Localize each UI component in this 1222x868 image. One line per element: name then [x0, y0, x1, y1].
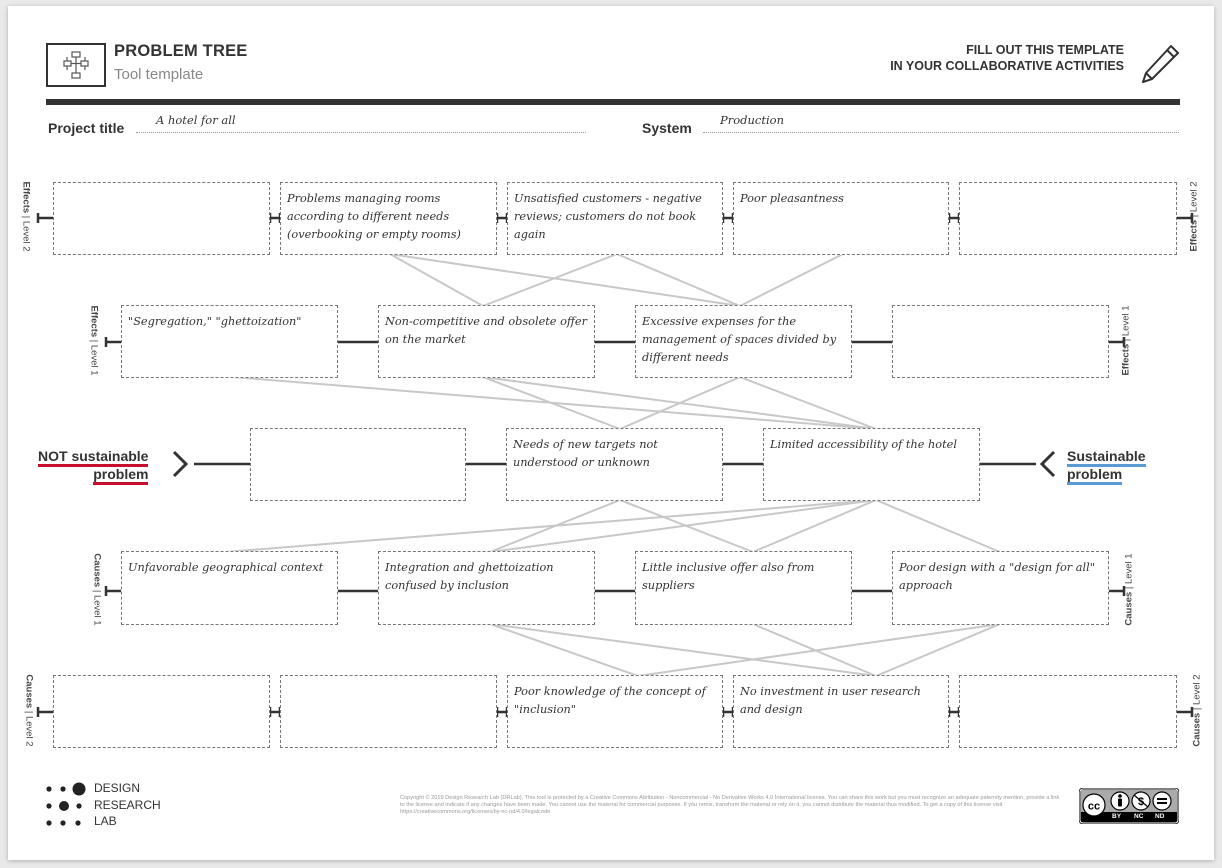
cc-by-label: BY — [1112, 813, 1122, 820]
cause-l1-box-2[interactable]: Integration and ghettoization confused b… — [378, 551, 595, 625]
copyright-notice: Copyright © 2019 Design Research Lab (DR… — [400, 795, 1060, 816]
cause-l2-box-3[interactable]: Poor knowledge of the concept of "inclus… — [507, 675, 723, 748]
side-label-effects-l1-right: Effects | Level 1 — [1120, 305, 1132, 376]
effect-l1-box-3[interactable]: Excessive expenses for the management of… — [635, 305, 852, 378]
problem-tree-page: PROBLEM TREE Tool template FILL OUT THIS… — [8, 6, 1214, 860]
cause-l2-box-4[interactable]: No investment in user research and desig… — [733, 675, 949, 748]
header-divider — [46, 99, 1180, 105]
cause-l1-box-1[interactable]: Unfavorable geographical context — [121, 551, 338, 625]
pencil-icon — [1142, 45, 1179, 83]
side-label-causes-l2-left: Causes | Level 2 — [23, 674, 35, 747]
effect-l1-box-2[interactable]: Non-competitive and obsolete offer on th… — [378, 305, 595, 378]
creative-commons-badge[interactable]: cc $ BY NC ND — [1079, 788, 1179, 824]
system-value[interactable]: Production — [720, 113, 784, 127]
sustainable-label: Sustainable problem — [1067, 447, 1146, 485]
lab-line-1: DESIGN — [94, 781, 141, 795]
design-research-lab-logo-icon — [46, 782, 86, 826]
design-research-lab-wordmark: DESIGN RESEARCH LAB — [94, 780, 161, 830]
cause-l2-box-2[interactable] — [280, 675, 497, 748]
page-title: PROBLEM TREE — [114, 42, 248, 60]
problem-box-3[interactable]: Limited accessibility of the hotel — [763, 428, 980, 501]
system-line — [703, 132, 1179, 133]
system-label: System — [642, 120, 692, 136]
effect-l2-box-2[interactable]: Problems managing rooms according to dif… — [280, 182, 497, 255]
not-sustainable-label: NOT sustainable problem — [38, 447, 149, 485]
problem-box-1[interactable] — [250, 428, 466, 501]
not-sustainable-line-1: NOT sustainable — [38, 448, 149, 467]
sustainable-line-1: Sustainable — [1067, 448, 1146, 467]
side-label-causes-l2-right: Causes | Level 2 — [1191, 674, 1203, 747]
side-label-causes-l1-left: Causes | Level 1 — [91, 553, 103, 626]
effect-l2-box-1[interactable] — [53, 182, 270, 255]
problem-box-2[interactable]: Needs of new targets not understood or u… — [506, 428, 723, 501]
effect-l2-box-3[interactable]: Unsatisfied customers - negative reviews… — [507, 182, 723, 255]
chevron-right-icon — [172, 450, 189, 478]
problem-tree-icon — [63, 51, 89, 79]
side-label-causes-l1-right: Causes | Level 1 — [1123, 553, 1135, 626]
cc-license-icon: cc $ — [1079, 788, 1179, 824]
instruction-text: FILL OUT THIS TEMPLATE IN YOUR COLLABORA… — [890, 42, 1124, 74]
cause-l2-box-5[interactable] — [959, 675, 1177, 748]
effect-l2-box-5[interactable] — [959, 182, 1177, 255]
side-label-effects-l2-left: Effects | Level 2 — [20, 181, 32, 252]
tree-connectors — [36, 213, 1194, 717]
project-title-value[interactable]: A hotel for all — [156, 113, 236, 127]
svg-text:cc: cc — [1088, 801, 1100, 813]
lab-line-2: RESEARCH — [94, 797, 161, 812]
sustainable-line-2: problem — [1067, 466, 1123, 485]
cc-nc-label: NC — [1134, 813, 1144, 820]
side-label-effects-l1-left: Effects | Level 1 — [88, 305, 100, 376]
cause-l1-box-4[interactable]: Poor design with a "design for all" appr… — [892, 551, 1109, 625]
side-label-effects-l2-right: Effects | Level 2 — [1188, 181, 1200, 252]
cc-nd-label: ND — [1155, 813, 1165, 820]
cause-l2-box-1[interactable] — [53, 675, 270, 748]
project-title-label: Project title — [48, 120, 125, 136]
svg-text:$: $ — [1138, 796, 1144, 808]
not-sustainable-line-2: problem — [93, 466, 149, 485]
problem-tree-logo — [46, 43, 106, 87]
effect-l1-box-1[interactable]: "Segregation," "ghettoization" — [121, 305, 338, 378]
instruction-line-2: IN YOUR COLLABORATIVE ACTIVITIES — [890, 59, 1124, 73]
chevron-left-icon — [1039, 450, 1056, 478]
effect-l2-box-4[interactable]: Poor pleasantness — [733, 182, 949, 255]
page-subtitle: Tool template — [114, 66, 204, 83]
effect-l1-box-4[interactable] — [892, 305, 1109, 378]
cause-l1-box-3[interactable]: Little inclusive offer also from supplie… — [635, 551, 852, 625]
project-title-line — [136, 132, 586, 133]
instruction-line-1: FILL OUT THIS TEMPLATE — [966, 43, 1124, 57]
lab-line-3: LAB — [94, 814, 117, 828]
connector-lines — [225, 253, 1001, 677]
